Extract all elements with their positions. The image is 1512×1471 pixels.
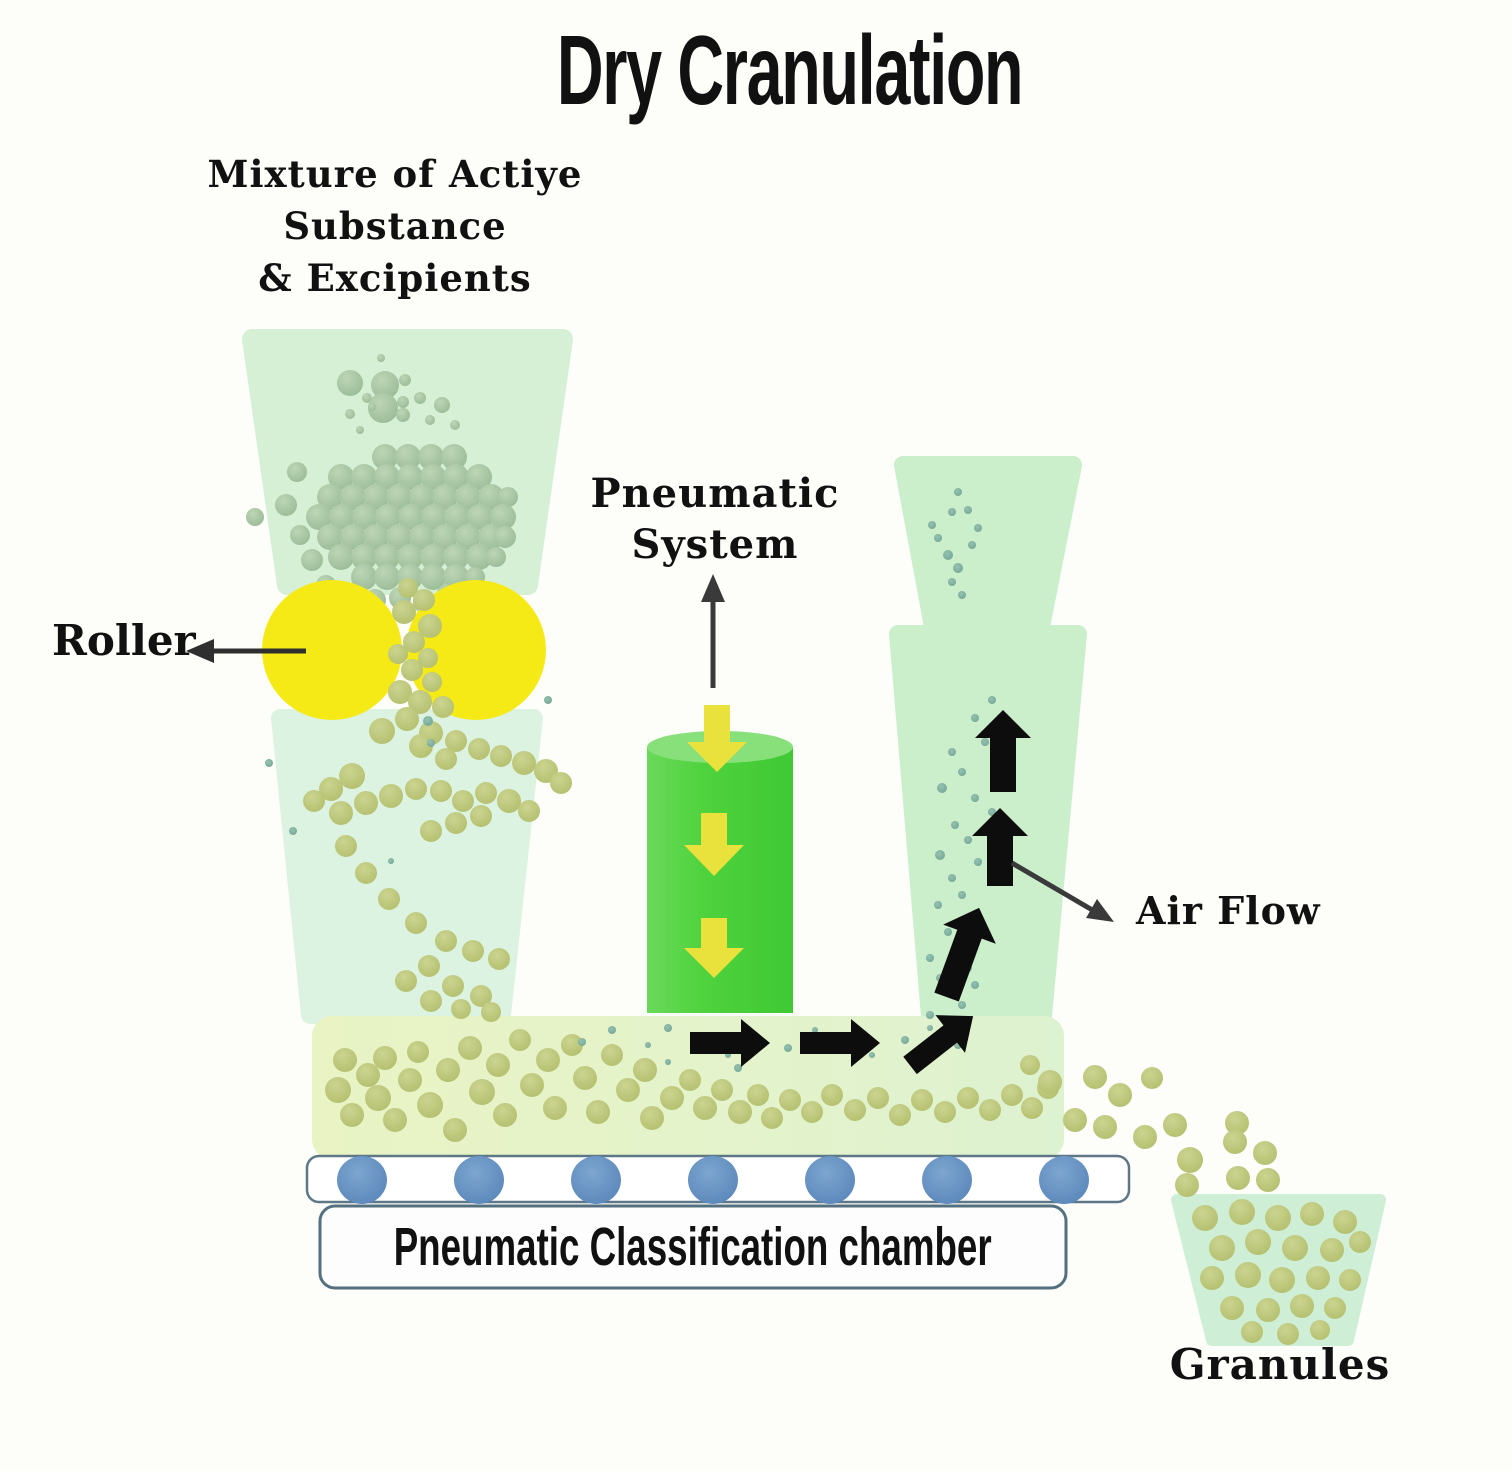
pneumatic-pointer-arrow — [701, 574, 725, 688]
roller-stream-particles — [303, 578, 572, 1022]
spill-particles — [1038, 1065, 1280, 1197]
chamber-label-box — [318, 1204, 1068, 1290]
mixture-label-line3: & Excipients — [258, 256, 532, 300]
chamber-particles — [325, 1029, 1059, 1142]
sieve-balls — [337, 1156, 1089, 1204]
mixture-label-line2: Substance — [283, 204, 507, 248]
pneumatic-system-label: Pneumatic System — [555, 468, 875, 570]
flow-arrow-diagonal — [903, 1015, 974, 1075]
pneumatic-system-label-line1: Pneumatic — [590, 470, 840, 517]
granules-label: Granules — [1169, 1340, 1391, 1389]
chamber-label: Pneumatic Classification chamber — [394, 1217, 992, 1277]
bucket-particles — [1192, 1199, 1371, 1345]
air-flow-label: Air Flow — [1136, 888, 1321, 933]
page-title: Dry Cranulation — [557, 15, 1024, 125]
airflow-pointer-arrow — [1010, 860, 1114, 922]
mixture-label-line1: Mixture of Actiye — [207, 152, 583, 196]
pneumatic-system-label-line2: System — [631, 521, 799, 568]
hopper-scatter-particles — [337, 354, 460, 434]
flow-arrow-up-middle — [972, 808, 1028, 886]
cyclone-funnel-top — [894, 456, 1082, 641]
flow-arrow-up-top — [975, 710, 1031, 792]
roller-left — [262, 580, 402, 720]
mixture-label: Mixture of Actiye Substance & Excipients — [155, 148, 635, 304]
air-down-arrow-3 — [684, 918, 744, 978]
roller-pointer-arrow — [186, 639, 306, 663]
air-down-arrow-1 — [687, 705, 747, 772]
roller-label: Roller — [52, 616, 196, 665]
air-down-arrow-2 — [684, 813, 744, 876]
container-fine-particles — [265, 696, 552, 864]
flow-arrow-right-2 — [800, 1019, 880, 1067]
flow-arrow-right-1 — [690, 1019, 770, 1067]
hopper-cluster-particles — [246, 444, 518, 613]
flow-arrow-up-bottom — [934, 907, 996, 1002]
